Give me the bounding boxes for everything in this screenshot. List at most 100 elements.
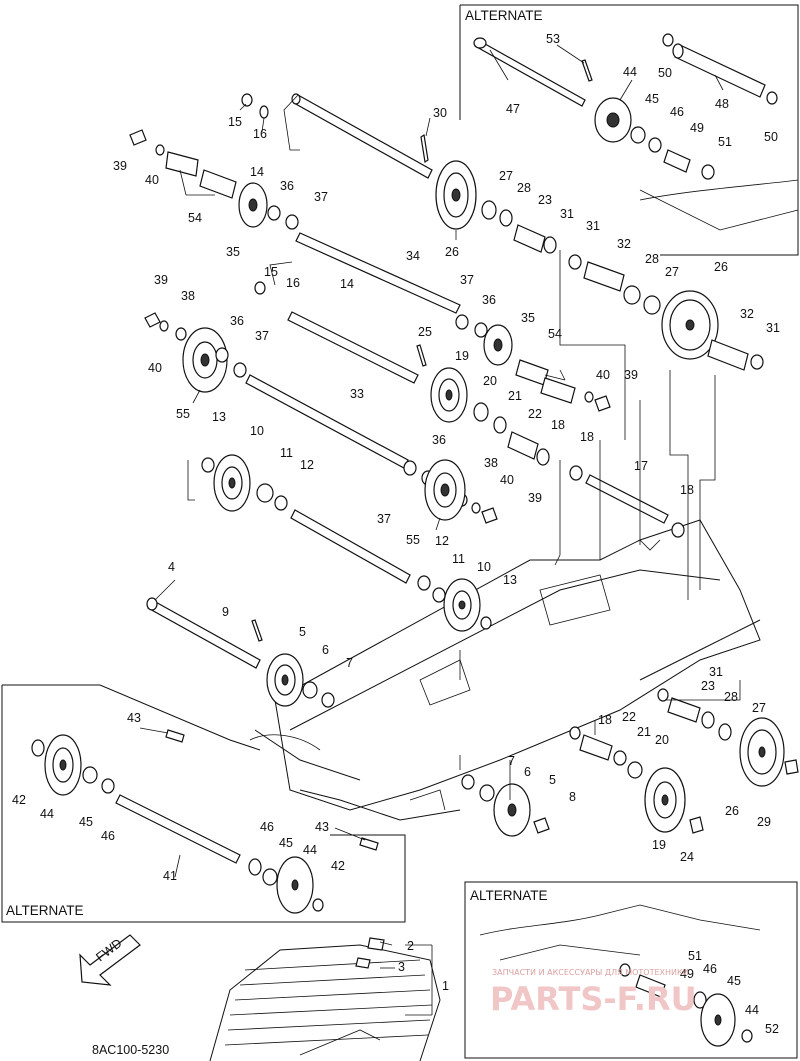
callout-54b: 54 — [548, 327, 562, 341]
callout-2: 2 — [407, 939, 414, 953]
callout-3: 3 — [398, 960, 405, 974]
callout-18a: 18 — [551, 418, 565, 432]
alt-b-callout-51: 51 — [688, 949, 702, 963]
callout-27b: 27 — [665, 265, 679, 279]
callout-50b: 50 — [764, 130, 778, 144]
lower-mid-assembly — [461, 774, 550, 837]
callout-4: 4 — [168, 560, 175, 574]
callout-18d: 18 — [598, 713, 612, 727]
callout-31a: 31 — [560, 207, 574, 221]
leader-lines — [139, 44, 741, 1016]
callout-35b: 35 — [521, 311, 535, 325]
watermark-brand: PARTS-F.RU — [490, 980, 697, 1018]
callout-44b: 44 — [40, 807, 54, 821]
callout-15a: 15 — [228, 115, 242, 129]
callout-46c: 46 — [260, 820, 274, 834]
wheel-10-mid — [443, 578, 481, 632]
callout-43b: 43 — [315, 820, 329, 834]
wheel-26-top — [435, 160, 477, 230]
shaft-33 — [245, 374, 409, 469]
callout-44c: 44 — [303, 843, 317, 857]
callout-12a: 12 — [300, 458, 314, 472]
callout-32b: 32 — [740, 307, 754, 321]
callout-42b: 42 — [331, 859, 345, 873]
alt-b-callout-52: 52 — [765, 1022, 779, 1036]
callout-1: 1 — [442, 979, 449, 993]
wheel-19-mid — [430, 367, 468, 423]
callout-10a: 10 — [250, 424, 264, 438]
wheel-10-left — [213, 454, 251, 512]
callout-26c: 26 — [725, 804, 739, 818]
callout-26b: 26 — [714, 260, 728, 274]
callout-39a: 39 — [113, 159, 127, 173]
callout-27a: 27 — [499, 169, 513, 183]
callout-46b: 46 — [101, 829, 115, 843]
alternate-label-left: ALTERNATE — [6, 903, 84, 918]
callout-5a: 5 — [299, 625, 306, 639]
small-parts-12 — [417, 575, 492, 630]
alt-top-shaft-48 — [672, 43, 766, 98]
wheel-35-mid — [483, 324, 513, 366]
shaft-14-top — [291, 93, 433, 179]
callout-40b: 40 — [596, 368, 610, 382]
callout-28b: 28 — [645, 252, 659, 266]
callout-numbers: 53 50 44 47 48 45 46 49 51 50 15 16 30 1… — [12, 32, 780, 1036]
callout-45b: 45 — [79, 815, 93, 829]
watermark: ЗАПЧАСТИ И АКСЕССУАРЫ ДЛЯ МОТОТЕХНИКИ PA… — [490, 968, 697, 1018]
callout-55a: 55 — [176, 407, 190, 421]
watermark-text: ЗАПЧАСТИ И АКСЕССУАРЫ ДЛЯ МОТОТЕХНИКИ — [492, 968, 689, 977]
callout-14b: 14 — [340, 277, 354, 291]
wheel-55-mid — [424, 459, 466, 521]
right-collars-32 — [568, 254, 764, 371]
alt-top-pin-53 — [581, 59, 593, 82]
callout-30: 30 — [433, 106, 447, 120]
callout-45a: 45 — [645, 92, 659, 106]
wheel-35-top — [238, 182, 268, 228]
callout-32a: 32 — [617, 237, 631, 251]
callout-37b: 37 — [460, 273, 474, 287]
callout-33: 33 — [350, 387, 364, 401]
callout-36b: 36 — [482, 293, 496, 307]
callout-9: 9 — [222, 605, 229, 619]
callout-40c: 40 — [148, 361, 162, 375]
alternate-box-left: ALTERNATE — [1, 684, 406, 923]
callout-8: 8 — [569, 790, 576, 804]
callout-19b: 19 — [652, 838, 666, 852]
callout-35a: 35 — [226, 245, 240, 259]
callout-28a: 28 — [517, 181, 531, 195]
callout-7b: 7 — [508, 754, 515, 768]
drawing-code: 8AC100-5230 — [92, 1043, 169, 1057]
wheel-5-left — [266, 653, 335, 708]
callout-55b: 55 — [406, 533, 420, 547]
callout-37c: 37 — [255, 329, 269, 343]
callout-37a: 37 — [314, 190, 328, 204]
callout-27c: 27 — [752, 701, 766, 715]
callout-40a: 40 — [145, 173, 159, 187]
callout-54a: 54 — [188, 211, 202, 225]
alternate-label-top: ALTERNATE — [465, 8, 543, 23]
callout-28c: 28 — [724, 690, 738, 704]
callout-22b: 22 — [622, 710, 636, 724]
callout-38a: 38 — [181, 289, 195, 303]
alt-top-bearings — [630, 33, 778, 180]
callout-13b: 13 — [503, 573, 517, 587]
callout-48: 48 — [715, 97, 729, 111]
callout-41: 41 — [163, 869, 177, 883]
callout-36d: 36 — [432, 433, 446, 447]
callout-22a: 22 — [528, 407, 542, 421]
callout-43a: 43 — [127, 711, 141, 725]
callout-16b: 16 — [286, 276, 300, 290]
alt-b-callout-49: 49 — [680, 967, 694, 981]
callout-21b: 21 — [637, 725, 651, 739]
callout-7a: 7 — [346, 656, 353, 670]
callout-19a: 19 — [455, 349, 469, 363]
callout-18c: 18 — [680, 483, 694, 497]
callout-34: 34 — [406, 249, 420, 263]
callout-5b: 5 — [549, 773, 556, 787]
callout-36a: 36 — [280, 179, 294, 193]
alt-b-callout-46: 46 — [703, 962, 717, 976]
callout-21a: 21 — [508, 389, 522, 403]
callout-23b: 23 — [701, 679, 715, 693]
callout-49: 49 — [690, 121, 704, 135]
